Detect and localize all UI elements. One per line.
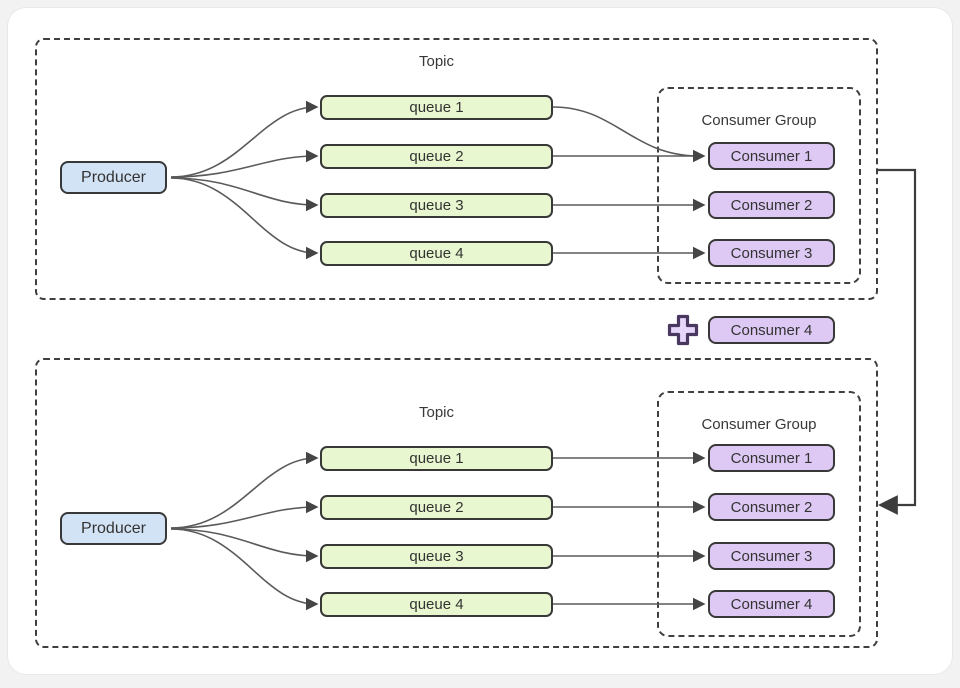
queue-node: queue 1: [320, 446, 553, 471]
topic-label: Topic: [418, 53, 455, 70]
queue-node: queue 4: [320, 241, 553, 266]
before-consumer-group-boundary: [657, 87, 861, 284]
producer-node: Producer: [60, 161, 167, 194]
new-consumer-node: Consumer 4: [708, 316, 835, 344]
queue-node: queue 2: [320, 144, 553, 169]
queue-node: queue 4: [320, 592, 553, 617]
producer-node: Producer: [60, 512, 167, 545]
consumer-node: Consumer 1: [708, 444, 835, 472]
queue-node: queue 2: [320, 495, 553, 520]
rebalance-connector-arrow: [877, 168, 917, 515]
producer-fan-arrows-bottom: [170, 451, 319, 611]
consumer-group-label: Consumer Group: [701, 112, 817, 129]
topic-label: Topic: [418, 404, 455, 421]
after-topic-boundary: [35, 358, 878, 648]
queue-consumer-arrows-bottom: [553, 451, 706, 611]
queue-node: queue 3: [320, 193, 553, 218]
consumer-node: Consumer 3: [708, 542, 835, 570]
queue-node: queue 1: [320, 95, 553, 120]
consumer-node: Consumer 2: [708, 493, 835, 521]
consumer-node: Consumer 2: [708, 191, 835, 219]
consumer-group-label: Consumer Group: [701, 416, 817, 433]
queue-consumer-arrows-top: [552, 106, 706, 260]
plus-icon: [667, 314, 699, 346]
consumer-node: Consumer 4: [708, 590, 835, 618]
after-consumer-group-boundary: [657, 391, 861, 637]
consumer-node: Consumer 1: [708, 142, 835, 170]
producer-fan-arrows-top: [170, 100, 319, 260]
queue-node: queue 3: [320, 544, 553, 569]
consumer-node: Consumer 3: [708, 239, 835, 267]
